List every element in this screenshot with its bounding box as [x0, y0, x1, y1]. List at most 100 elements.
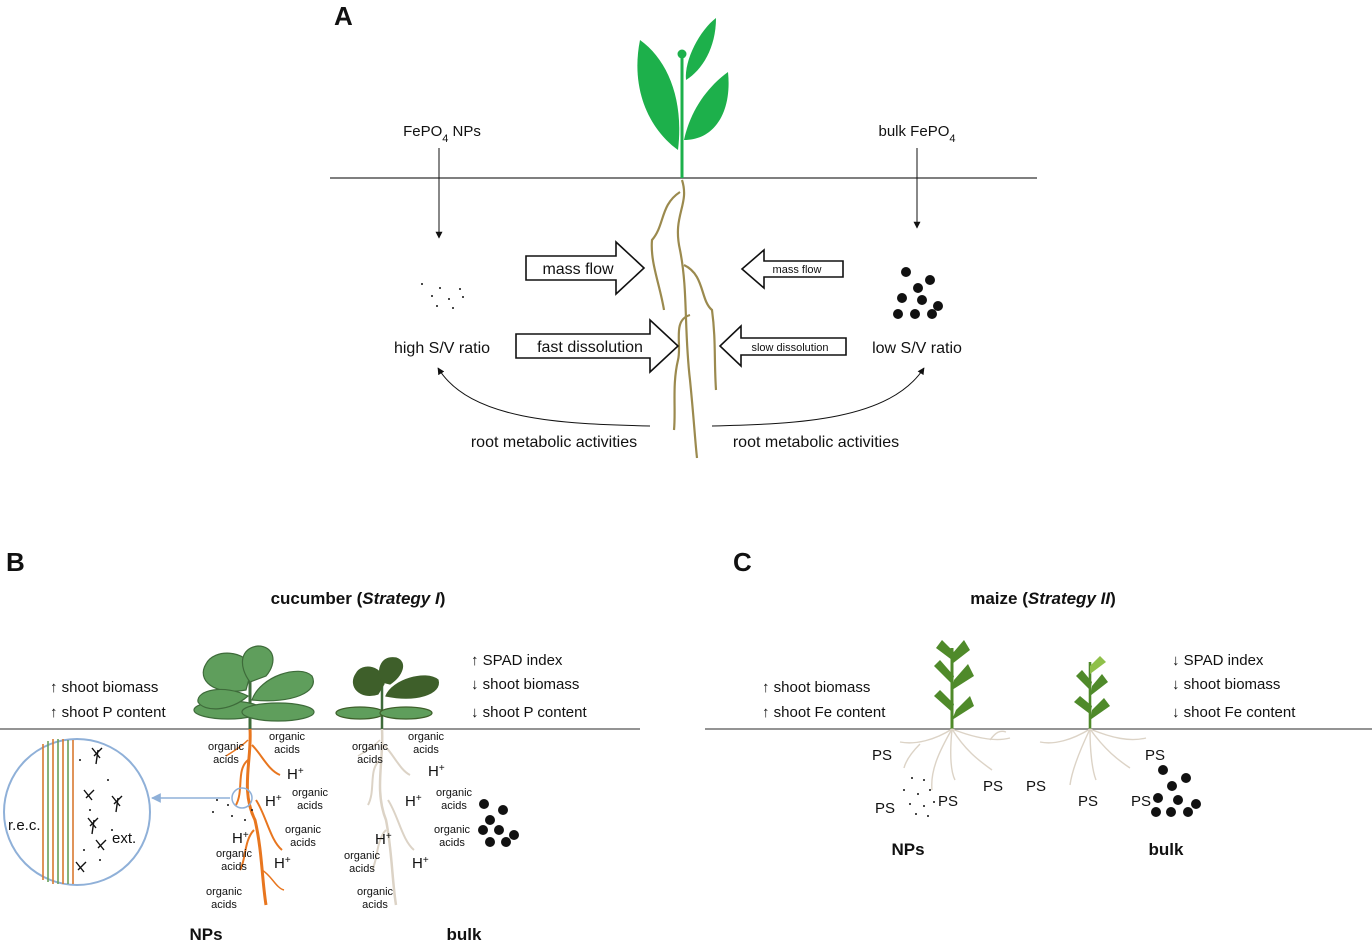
svg-text:H+: H+	[428, 763, 445, 781]
svg-text:PS: PS	[875, 800, 895, 817]
bulk-effects-b: ↑ SPAD index ↓ shoot biomass ↓ shoot P c…	[471, 652, 587, 721]
np-ratio-label: high S/V ratio	[394, 340, 490, 357]
svg-text:acids: acids	[362, 899, 388, 911]
svg-text:H+: H+	[287, 766, 304, 784]
svg-text:organic: organic	[285, 824, 322, 836]
svg-text:fast dissolution: fast dissolution	[537, 339, 643, 356]
bulk-source-label: bulk FePO4	[879, 123, 956, 145]
metabolic-arrow-bulk	[711, 367, 925, 427]
svg-text:↑ SPAD index: ↑ SPAD index	[471, 652, 563, 669]
maize-plant-bulk	[1074, 656, 1110, 729]
np-effects-c: ↑ shoot biomass ↑ shoot Fe content	[762, 679, 886, 721]
svg-text:organic: organic	[292, 787, 329, 799]
svg-text:PS: PS	[983, 778, 1003, 795]
np-label-b: NPs	[189, 925, 222, 941]
svg-text:mass flow: mass flow	[542, 261, 614, 278]
maize-plant-np	[934, 640, 974, 729]
bulk-label-c: bulk	[1149, 840, 1184, 859]
zoom-label-ext: ext.	[112, 830, 136, 847]
zoom-label-rec: r.e.c.	[8, 817, 41, 834]
svg-text:organic: organic	[408, 731, 445, 743]
svg-text:acids: acids	[213, 754, 239, 766]
svg-text:↑ shoot P content: ↑ shoot P content	[50, 704, 166, 721]
svg-text:acids: acids	[290, 837, 316, 849]
svg-text:H+: H+	[375, 831, 392, 849]
maize-title: maize (Strategy II)	[970, 589, 1116, 608]
svg-text:↓ shoot Fe content: ↓ shoot Fe content	[1172, 704, 1296, 721]
svg-text:H+: H+	[274, 855, 291, 873]
bulk-particles-c	[1151, 765, 1201, 817]
svg-text:organic: organic	[216, 848, 253, 860]
panel-label-a: A	[334, 1, 353, 31]
np-label-c: NPs	[891, 840, 924, 859]
svg-text:↑ shoot Fe content: ↑ shoot Fe content	[762, 704, 886, 721]
bulk-effects-c: ↓ SPAD index ↓ shoot biomass ↓ shoot Fe …	[1172, 652, 1296, 721]
root-a	[650, 179, 718, 459]
cucumber-plant-bulk	[335, 657, 439, 729]
zoom-circle: r.e.c. ext.	[3, 738, 151, 886]
svg-text:organic: organic	[206, 886, 243, 898]
svg-text:↑ shoot biomass: ↑ shoot biomass	[762, 679, 870, 696]
bulk-root-b	[357, 728, 415, 906]
svg-text:PS: PS	[1145, 747, 1165, 764]
svg-text:PS: PS	[872, 747, 892, 764]
svg-text:organic: organic	[344, 850, 381, 862]
svg-text:organic: organic	[352, 741, 389, 753]
svg-text:PS: PS	[1131, 793, 1151, 810]
svg-text:H+: H+	[232, 830, 249, 848]
bulk-label-b: bulk	[447, 925, 482, 941]
svg-text:↓ shoot biomass: ↓ shoot biomass	[1172, 676, 1280, 693]
cucumber-title: cucumber (Strategy I)	[271, 589, 446, 608]
np-root-labels: organic acids organic acids H+ H+ organi…	[206, 731, 329, 911]
svg-text:H+: H+	[405, 793, 422, 811]
maize-roots-np	[899, 728, 1011, 791]
metabolic-label-np: root metabolic activities	[471, 434, 637, 451]
svg-text:↓ SPAD index: ↓ SPAD index	[1172, 652, 1264, 669]
bulk-particles-b	[478, 799, 519, 847]
svg-text:slow dissolution: slow dissolution	[751, 342, 828, 354]
svg-text:acids: acids	[349, 863, 375, 875]
np-source-label: FePO4 NPs	[403, 123, 481, 145]
bulk-root-labels: organic acids organic acids H+ H+ organi…	[344, 731, 473, 911]
svg-text:acids: acids	[441, 800, 467, 812]
bulk-particles-a	[893, 267, 943, 319]
cucumber-plant-np	[193, 645, 315, 729]
svg-text:↓ shoot P content: ↓ shoot P content	[471, 704, 587, 721]
svg-text:organic: organic	[269, 731, 306, 743]
svg-text:PS: PS	[938, 793, 958, 810]
plant-shoot-a	[637, 18, 729, 178]
svg-text:organic: organic	[434, 824, 471, 836]
bulk-ratio-label: low S/V ratio	[872, 340, 962, 357]
svg-text:acids: acids	[274, 744, 300, 756]
metabolic-arrow-np	[437, 367, 651, 427]
zoom-spot	[231, 787, 253, 809]
svg-text:acids: acids	[211, 899, 237, 911]
fast-dissolution-arrow: fast dissolution	[515, 318, 680, 374]
svg-text:PS: PS	[1026, 778, 1046, 795]
np-effects-b: ↑ shoot biomass ↑ shoot P content	[50, 679, 166, 721]
svg-text:H+: H+	[412, 855, 429, 873]
svg-text:acids: acids	[439, 837, 465, 849]
metabolic-label-bulk: root metabolic activities	[733, 434, 899, 451]
slow-dissolution-arrow: slow dissolution	[718, 324, 847, 368]
svg-text:mass flow: mass flow	[773, 264, 822, 276]
svg-text:↓ shoot biomass: ↓ shoot biomass	[471, 676, 579, 693]
maize-roots-bulk	[1039, 728, 1147, 786]
svg-text:acids: acids	[221, 861, 247, 873]
np-particles-b	[212, 799, 253, 821]
svg-text:organic: organic	[208, 741, 245, 753]
svg-text:acids: acids	[413, 744, 439, 756]
panel-label-b: B	[6, 547, 25, 577]
svg-text:acids: acids	[297, 800, 323, 812]
ps-labels: PS PS PS PS PS PS PS PS	[872, 747, 1165, 817]
svg-text:organic: organic	[436, 787, 473, 799]
mass-flow-arrow-bulk: mass flow	[740, 248, 844, 290]
np-particles-c	[903, 777, 935, 817]
np-particles-a	[421, 283, 464, 309]
svg-text:↑ shoot biomass: ↑ shoot biomass	[50, 679, 158, 696]
panel-label-c: C	[733, 547, 752, 577]
svg-text:H+: H+	[265, 793, 282, 811]
svg-text:acids: acids	[357, 754, 383, 766]
np-root-b	[225, 728, 285, 906]
